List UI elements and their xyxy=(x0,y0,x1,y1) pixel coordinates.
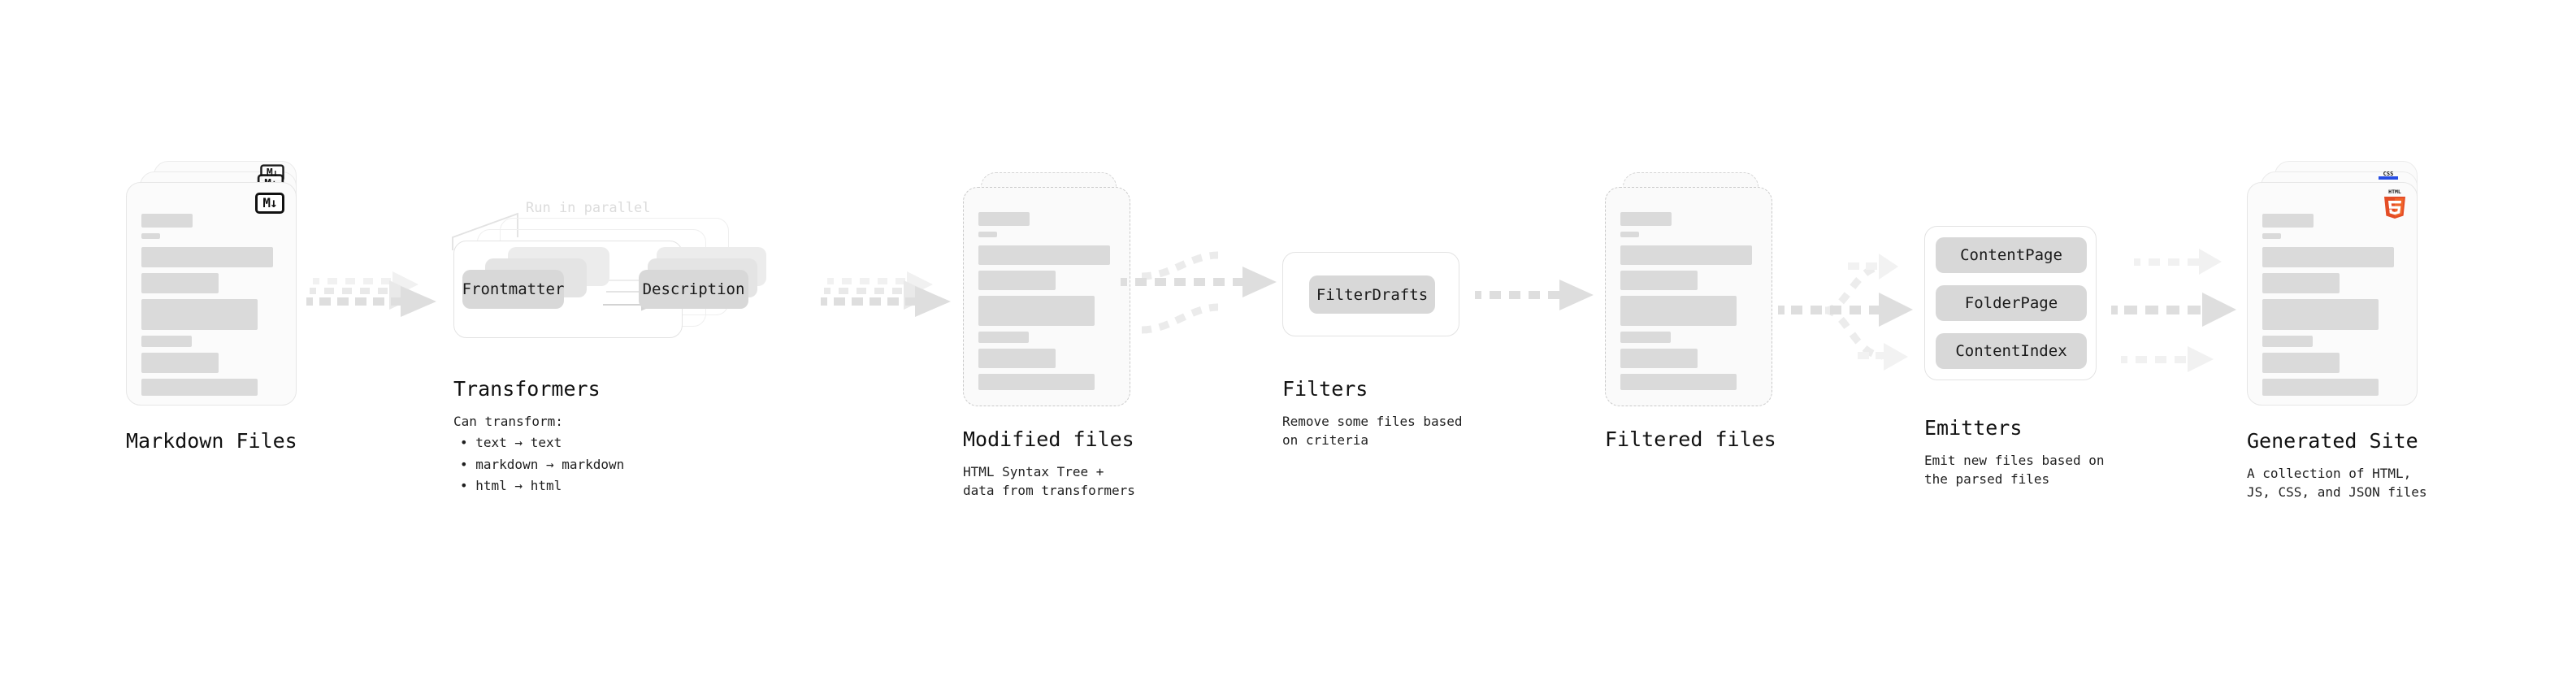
generated-site-title: Generated Site xyxy=(2247,429,2418,453)
emitters-panel[interactable]: ContentPage FolderPage ContentIndex xyxy=(1924,226,2097,380)
transformer-item-description-label: Description xyxy=(642,280,745,298)
filtered-files-title: Filtered files xyxy=(1605,427,1776,451)
css3-icon-glyph: CSS xyxy=(2379,171,2398,180)
emitter-item-contentindex[interactable]: ContentIndex xyxy=(1936,333,2087,369)
transformers-bullet-1-label: markdown → markdown xyxy=(475,456,625,472)
transformer-item-description[interactable]: Description xyxy=(639,270,748,309)
connector-transformers-to-modified xyxy=(821,271,951,317)
connector-md-to-transformers xyxy=(306,271,436,317)
connector-emitters-to-site xyxy=(2111,249,2236,372)
transformers-subtitle: Can transform: xyxy=(453,414,563,429)
filter-item-filterdrafts-label: FilterDrafts xyxy=(1316,285,1429,304)
generated-site-subtitle: A collection of HTML, JS, CSS, and JSON … xyxy=(2247,466,2427,500)
filters-title: Filters xyxy=(1282,377,1368,401)
modified-files-subtitle: HTML Syntax Tree + data from transformer… xyxy=(963,464,1135,498)
connector-filtered-to-emitters xyxy=(1778,254,1913,371)
connector-filters-to-filtered xyxy=(1475,280,1594,310)
transformers-bullet-0-label: text → text xyxy=(475,435,562,450)
markdown-icon-label: M↓ xyxy=(262,195,277,210)
emitter-item-contentindex-label: ContentIndex xyxy=(1955,342,2067,360)
svg-text:CSS: CSS xyxy=(2383,171,2394,177)
html5-icon: HTML xyxy=(2381,188,2409,219)
transformers-bullet-2-label: html → html xyxy=(475,478,562,494)
emitters-subtitle: Emit new files based on the parsed files xyxy=(1924,453,2105,487)
transformers-bullets: • text → text • markdown → markdown • ht… xyxy=(460,434,624,496)
modified-files-title: Modified files xyxy=(963,427,1134,451)
emitter-item-contentpage[interactable]: ContentPage xyxy=(1936,237,2087,273)
markdown-file-skeleton xyxy=(141,214,281,401)
filter-item-filterdrafts[interactable]: FilterDrafts xyxy=(1309,275,1435,314)
markdown-file-card: M↓ xyxy=(126,182,297,406)
transformers-bullet-1: • markdown → markdown xyxy=(460,456,625,472)
markdown-files-title: Markdown Files xyxy=(126,429,297,453)
transformers-title: Transformers xyxy=(453,377,601,401)
generated-file-card: HTML xyxy=(2247,182,2418,406)
transformers-bullet-0: • text → text xyxy=(460,435,562,450)
run-in-parallel-bracket xyxy=(452,212,518,250)
run-in-parallel-label: Run in parallel xyxy=(526,200,651,216)
emitter-item-folderpage-label: FolderPage xyxy=(1964,294,2058,312)
emitter-item-folderpage[interactable]: FolderPage xyxy=(1936,285,2087,321)
filters-panel[interactable]: FilterDrafts xyxy=(1282,252,1459,336)
svg-text:HTML: HTML xyxy=(2388,189,2401,195)
transformer-item-frontmatter[interactable]: Frontmatter xyxy=(462,270,564,309)
emitter-item-contentpage-label: ContentPage xyxy=(1960,246,2062,264)
filters-subtitle: Remove some files based on criteria xyxy=(1282,414,1463,448)
filtered-file-card xyxy=(1605,187,1772,406)
transformers-bullet-2: • html → html xyxy=(460,478,562,494)
markdown-icon: M↓ xyxy=(255,193,284,214)
transformer-item-frontmatter-label: Frontmatter xyxy=(462,280,565,298)
filtered-file-skeleton xyxy=(1620,212,1757,396)
connector-modified-to-filters xyxy=(1121,251,1277,334)
modified-file-card xyxy=(963,187,1130,406)
emitters-title: Emitters xyxy=(1924,416,2023,440)
generated-file-skeleton xyxy=(2262,214,2402,401)
html5-icon-glyph: HTML xyxy=(2384,189,2405,219)
modified-file-skeleton xyxy=(978,212,1115,396)
